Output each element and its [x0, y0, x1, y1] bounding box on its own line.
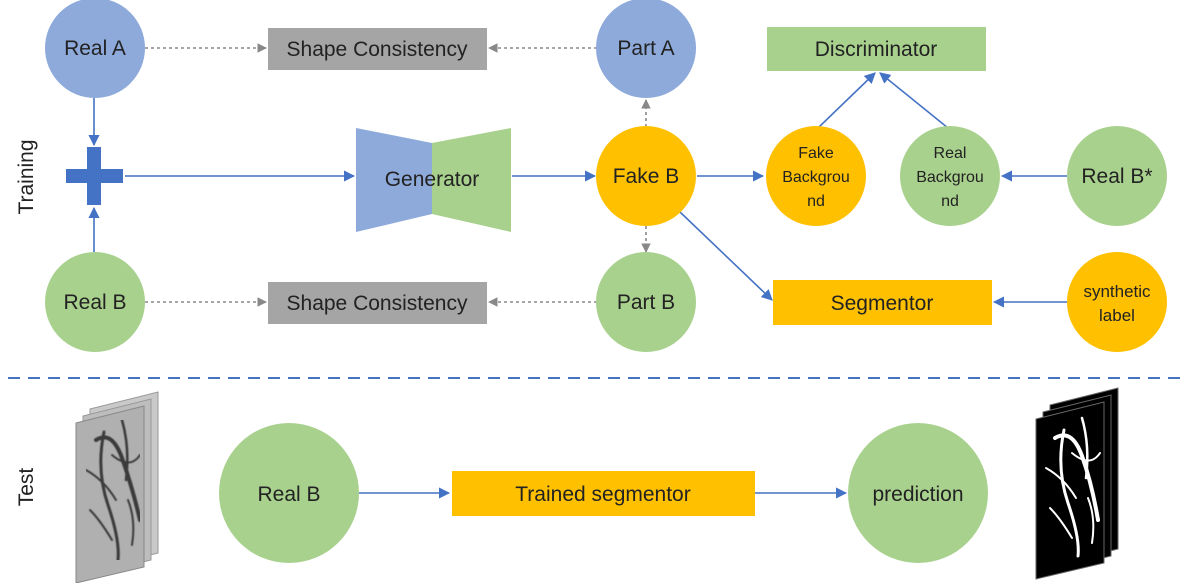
node-fake-background-label-1: Fake: [798, 145, 834, 162]
node-real-background: [900, 126, 1000, 226]
generator-label: Generator: [385, 168, 480, 191]
node-synthetic-label: [1067, 252, 1167, 352]
node-prediction-label: prediction: [872, 483, 963, 506]
node-real-a: [45, 0, 145, 98]
box-shape-consistency-top: [268, 28, 487, 70]
node-real-background-label-3: nd: [941, 193, 959, 210]
node-test-real-b-label: Real B: [257, 483, 320, 506]
box-shape-consistency-bottom: [268, 282, 487, 324]
box-trained-segmentor: [452, 471, 755, 516]
node-real-b-star: [1067, 126, 1167, 226]
connector-fake-background-to-discriminator: [817, 72, 876, 129]
connector-real-background-to-discriminator: [879, 72, 949, 129]
prediction-mask-stack: [1035, 387, 1119, 580]
box-discriminator-label: Discriminator: [815, 38, 938, 61]
box-segmentor: [773, 280, 992, 325]
node-prediction: [848, 423, 988, 563]
node-real-b: [45, 252, 145, 352]
node-real-a-label: Real A: [64, 37, 126, 60]
box-shape-consistency-top-label: Shape Consistency: [287, 38, 468, 61]
node-fake-background-label-3: nd: [807, 193, 825, 210]
node-part-b: [596, 252, 696, 352]
node-fake-background: [766, 126, 866, 226]
node-fake-background-label-2: Backgrou: [782, 169, 850, 186]
box-trained-segmentor-label: Trained segmentor: [515, 483, 690, 506]
node-fake-b-label: Fake B: [613, 165, 680, 188]
box-segmentor-label: Segmentor: [831, 292, 934, 315]
angiogram-image-stack: [75, 391, 159, 583]
node-real-b-label: Real B: [63, 291, 126, 314]
node-synthetic-label-label-2: label: [1099, 306, 1135, 325]
section-label-training: Training: [15, 139, 38, 214]
node-part-a: [596, 0, 696, 98]
node-real-b-star-label: Real B*: [1081, 165, 1152, 188]
node-part-b-label: Part B: [617, 291, 675, 314]
generator-block: [356, 128, 511, 232]
node-synthetic-label-label-1: synthetic: [1083, 282, 1151, 301]
box-discriminator: [767, 27, 986, 71]
node-part-a-label: Part A: [617, 37, 674, 60]
node-test-real-b: [219, 423, 359, 563]
node-fake-b: [596, 126, 696, 226]
box-shape-consistency-bottom-label: Shape Consistency: [287, 292, 468, 315]
section-label-test: Test: [15, 468, 38, 507]
plus-icon: [66, 147, 123, 205]
node-real-background-label-2: Backgrou: [916, 169, 984, 186]
node-real-background-label-1: Real: [934, 145, 967, 162]
connector-fake-b-to-segmentor: [679, 211, 773, 301]
